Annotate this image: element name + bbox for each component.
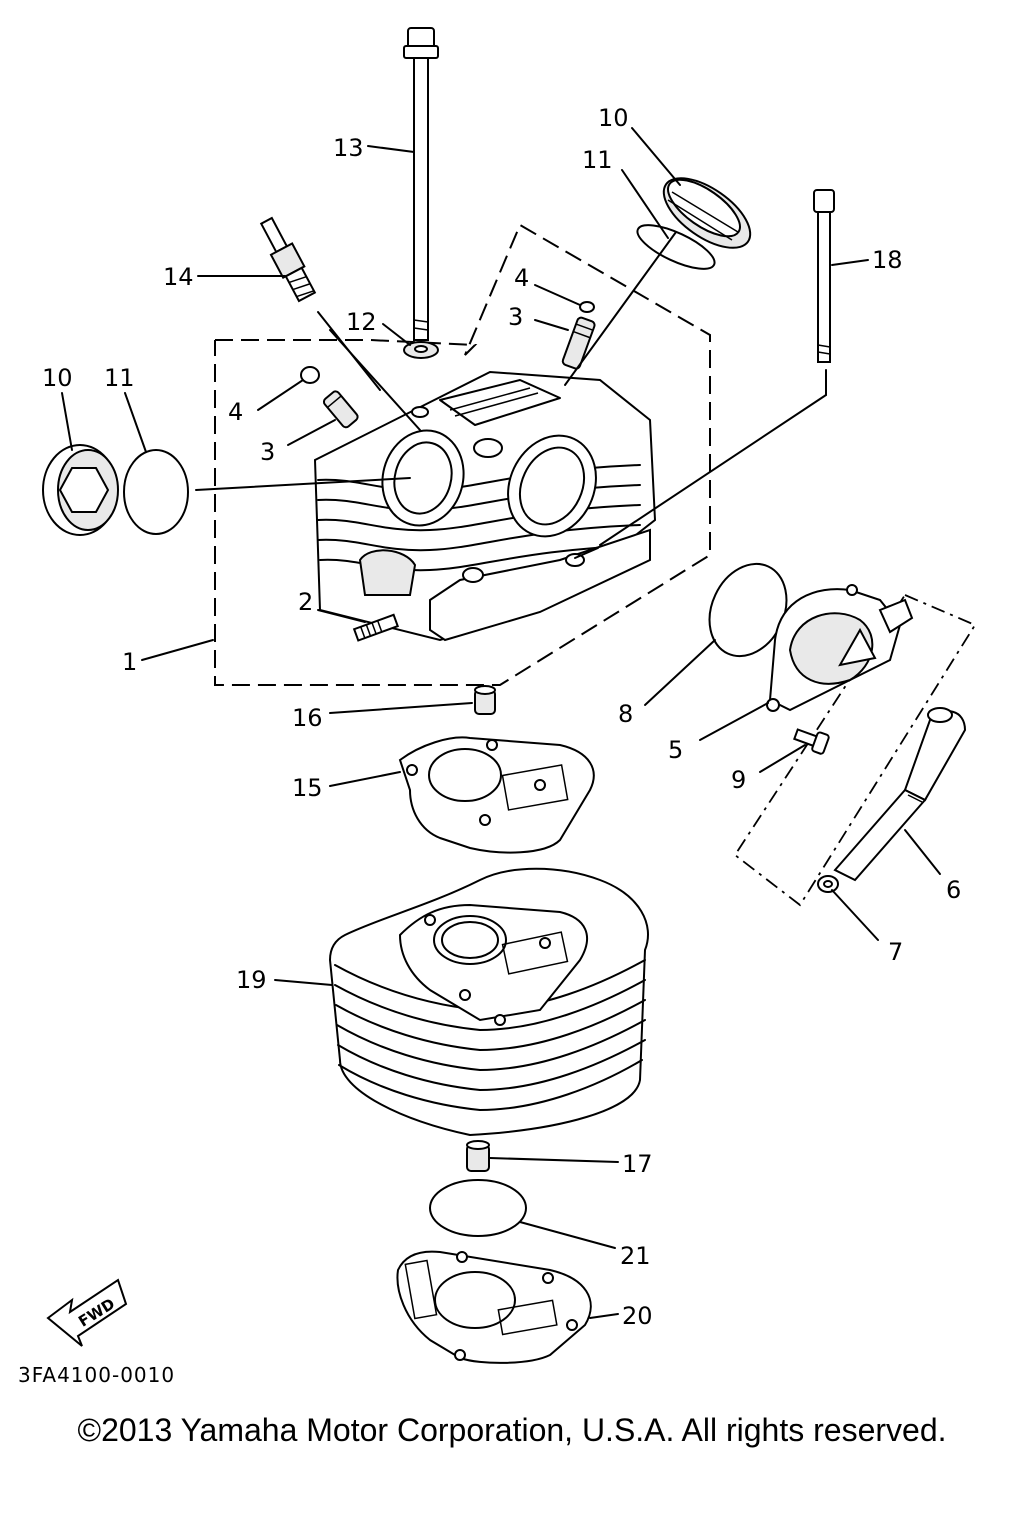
callout-3-right: 3 (508, 303, 523, 331)
head-bolt-long (403, 27, 439, 341)
callout-6: 6 (946, 876, 961, 904)
valve-guide-right (561, 316, 596, 370)
callout-17: 17 (622, 1150, 653, 1178)
callout-2: 2 (298, 588, 313, 616)
cylinder-o-ring (429, 1179, 527, 1237)
valve-cap-left (42, 444, 119, 536)
breather-hose (833, 707, 967, 882)
circlip-left (300, 366, 320, 384)
callout-3-left: 3 (260, 438, 275, 466)
callout-20: 20 (622, 1302, 653, 1330)
cylinder (328, 867, 649, 1137)
valve-cap-upper (662, 177, 752, 249)
o-ring-upper (636, 224, 716, 270)
head-bolt-right (813, 189, 835, 363)
callout-4-left: 4 (228, 398, 243, 426)
callout-15: 15 (292, 774, 323, 802)
dowel-pin-lower (466, 1140, 490, 1172)
cover-screw (793, 728, 830, 755)
callout-19: 19 (236, 966, 267, 994)
cylinder-head (313, 370, 657, 642)
breather-cover (766, 584, 914, 712)
forward-arrow-icon: FWD (46, 1278, 128, 1347)
callout-8: 8 (618, 700, 633, 728)
callout-11-upper: 11 (582, 146, 613, 174)
leader-lines (61, 127, 941, 1319)
head-assembly-outline (214, 223, 711, 686)
callout-21: 21 (620, 1242, 651, 1270)
callout-16: 16 (292, 704, 323, 732)
stud-bolt (352, 613, 400, 642)
callout-10-upper: 10 (598, 104, 629, 132)
callout-4-right: 4 (514, 264, 529, 292)
callout-7: 7 (888, 938, 903, 966)
base-gasket (396, 1250, 592, 1364)
dowel-pin-upper (474, 685, 496, 715)
drawing-code: 3FA4100-0010 (18, 1363, 175, 1387)
copyright-notice: ©2013 Yamaha Motor Corporation, U.S.A. A… (77, 1412, 947, 1448)
callout-18: 18 (872, 246, 903, 274)
callout-10-left: 10 (42, 364, 73, 392)
washer (403, 341, 439, 359)
spark-plug (259, 216, 317, 303)
valve-guide-left (322, 390, 359, 429)
hose-clamp (817, 875, 839, 893)
callout-14: 14 (163, 263, 194, 291)
circlip-right (579, 301, 595, 313)
head-gasket (398, 736, 595, 854)
callout-9: 9 (731, 766, 746, 794)
callout-12: 12 (346, 308, 377, 336)
callout-13: 13 (333, 134, 364, 162)
callout-5: 5 (668, 736, 683, 764)
breather-group-outline (733, 593, 977, 907)
callout-11-left: 11 (104, 364, 135, 392)
callout-numbers: 1 2 3 3 4 4 5 6 7 8 9 10 10 11 11 12 13 … (42, 104, 961, 1330)
o-ring-left (123, 449, 189, 535)
callout-1: 1 (122, 648, 137, 676)
